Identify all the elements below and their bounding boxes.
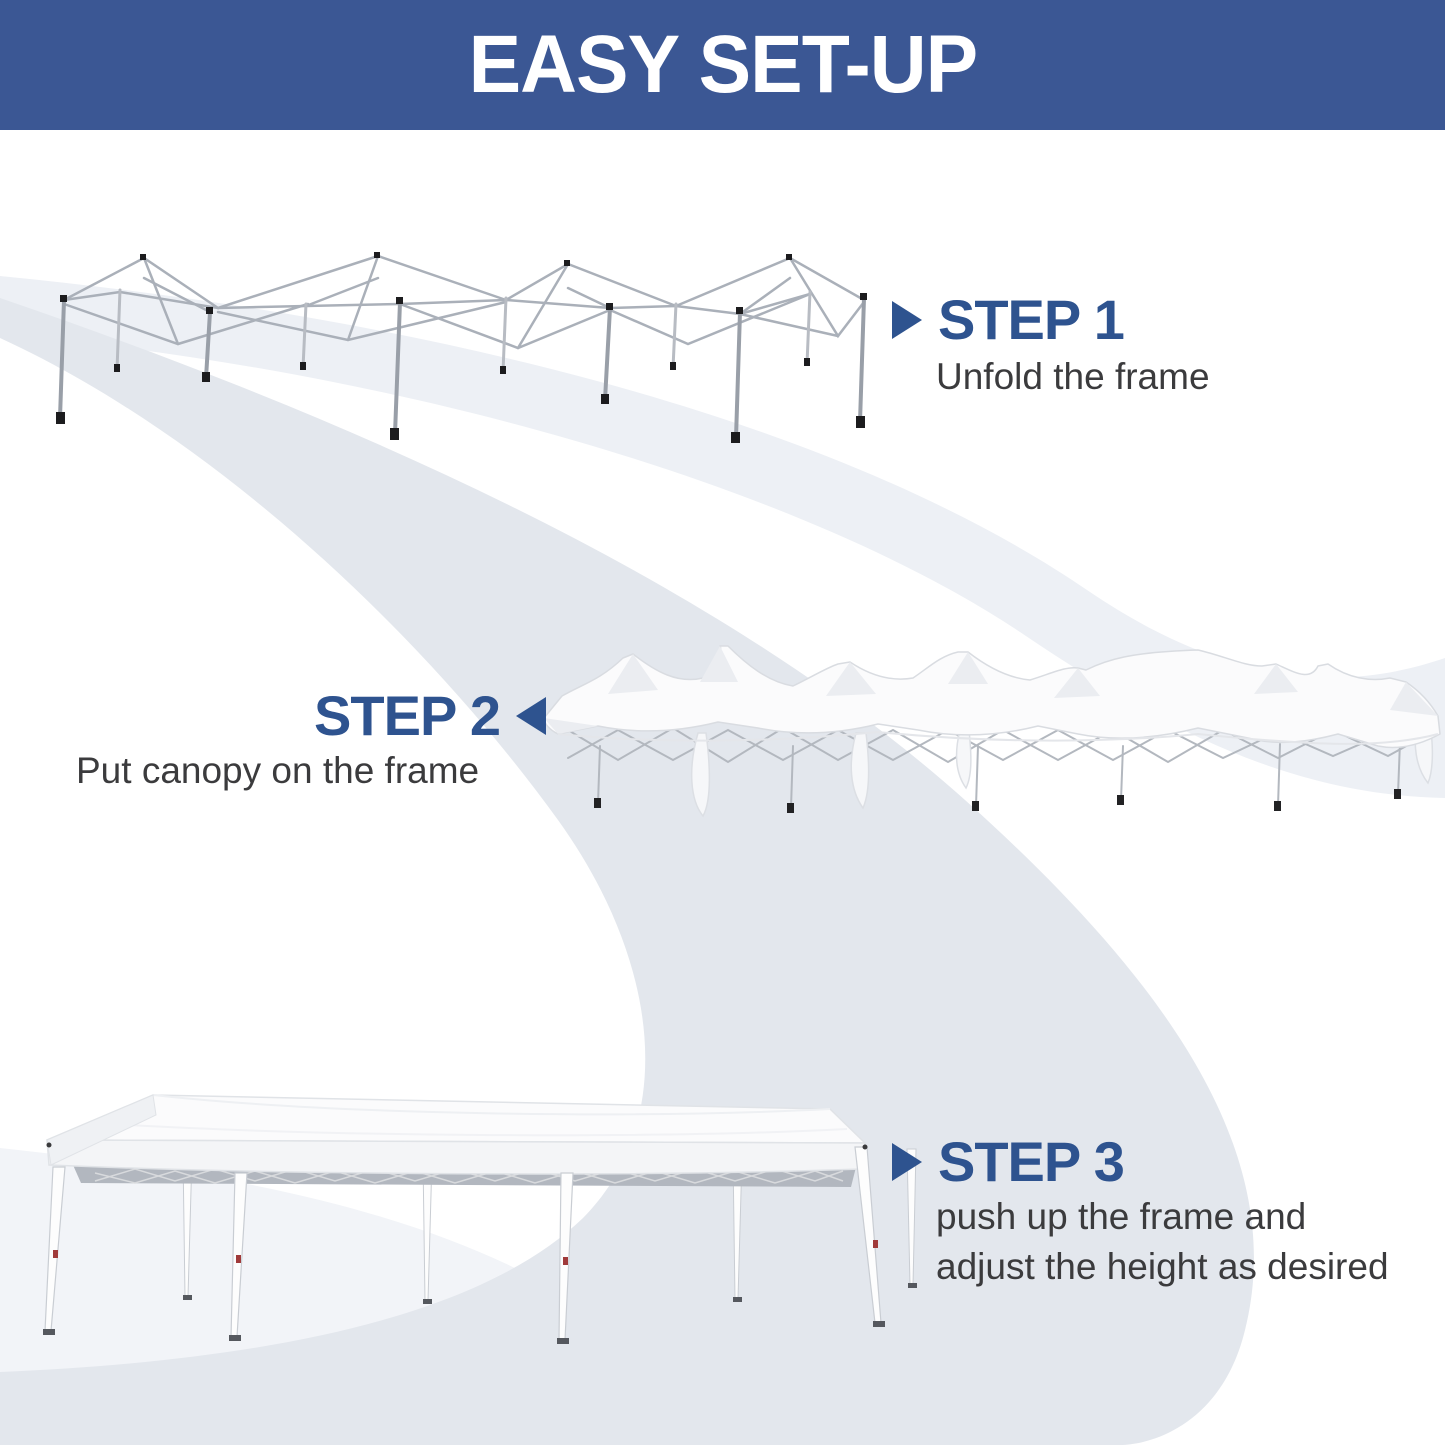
step3-description-line1: push up the frame and: [936, 1196, 1307, 1237]
step2-canopy-fabric: [543, 645, 1441, 749]
step2-frame-feet: [594, 789, 1401, 813]
frame-truss-lines: [62, 254, 866, 350]
step3-label: STEP 3: [938, 1130, 1125, 1193]
step3-assembled-canopy-illustration: [43, 1094, 917, 1344]
step2-description: Put canopy on the frame: [76, 750, 480, 791]
step2-hanging-flaps: [690, 717, 1434, 818]
frame-front-legs: [58, 296, 866, 440]
step1-label-row: STEP 1: [892, 288, 1125, 351]
step2-canopy-on-frame-illustration: [543, 645, 1441, 818]
page-title: EASY SET-UP: [468, 19, 978, 110]
frame-back-legs: [115, 288, 812, 374]
step1-label: STEP 1: [938, 288, 1125, 351]
step1-description: Unfold the frame: [936, 356, 1210, 397]
swoosh-light-shape: [0, 276, 1445, 798]
step2-label: STEP 2: [314, 684, 501, 747]
swoosh-dark-shape: [0, 298, 1254, 1445]
header-banner: EASY SET-UP: [0, 0, 1445, 130]
triangle-right-icon: [892, 301, 922, 339]
triangle-right-icon: [892, 1143, 922, 1181]
step1-folded-frame-illustration: [56, 252, 867, 443]
step2-valance-hem: [557, 730, 1439, 745]
tent-front-legs: [43, 1142, 885, 1344]
step3-label-row: STEP 3: [892, 1130, 1125, 1193]
step2-label-row: STEP 2: [60, 688, 546, 744]
frame-joints-and-feet: [56, 252, 867, 443]
triangle-left-icon: [516, 697, 546, 735]
tent-roof: [46, 1094, 867, 1144]
step2-fabric-folds: [544, 646, 1438, 734]
tent-back-legs: [182, 1148, 917, 1304]
step3-description-line2: adjust the height as desired: [936, 1246, 1389, 1287]
tent-valance: [46, 1094, 866, 1175]
